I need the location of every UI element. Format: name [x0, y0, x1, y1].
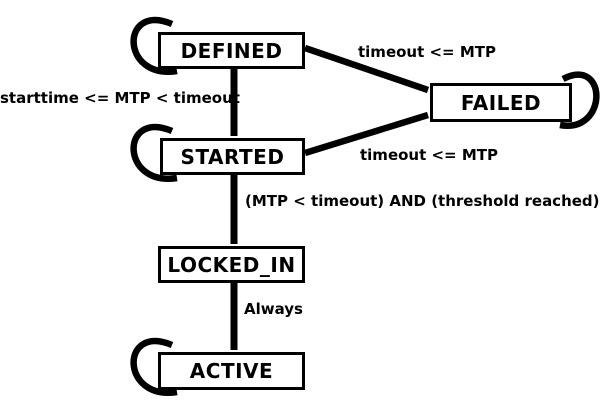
self-loop-active [130, 337, 178, 396]
state-defined-label: DEFINED [180, 38, 283, 63]
state-locked-in: LOCKED_IN [158, 246, 305, 283]
self-loop-defined [130, 16, 178, 75]
state-started-label: STARTED [180, 144, 285, 169]
edge-label-started-to-locked-in: (MTP < timeout) AND (threshold reached) [245, 192, 600, 210]
state-locked-in-label: LOCKED_IN [167, 252, 296, 277]
state-active-label: ACTIVE [189, 359, 274, 383]
state-defined: DEFINED [158, 32, 305, 69]
edge-label-defined-to-failed: timeout <= MTP [358, 43, 497, 61]
edge-label-started-to-failed: timeout <= MTP [360, 146, 499, 164]
state-started: STARTED [160, 138, 305, 175]
state-failed: FAILED [430, 83, 572, 122]
state-failed-label: FAILED [460, 90, 542, 115]
self-loop-failed [559, 71, 600, 129]
edge-label-locked-in-to-active: Always [244, 300, 303, 318]
edge-started-to-failed-arrow [304, 111, 429, 157]
self-loop-started [130, 123, 178, 182]
edge-label-defined-to-started: starttime <= MTP < timeout [0, 89, 240, 107]
edge-defined-to-failed-arrow [303, 44, 430, 94]
state-active: ACTIVE [158, 352, 305, 390]
